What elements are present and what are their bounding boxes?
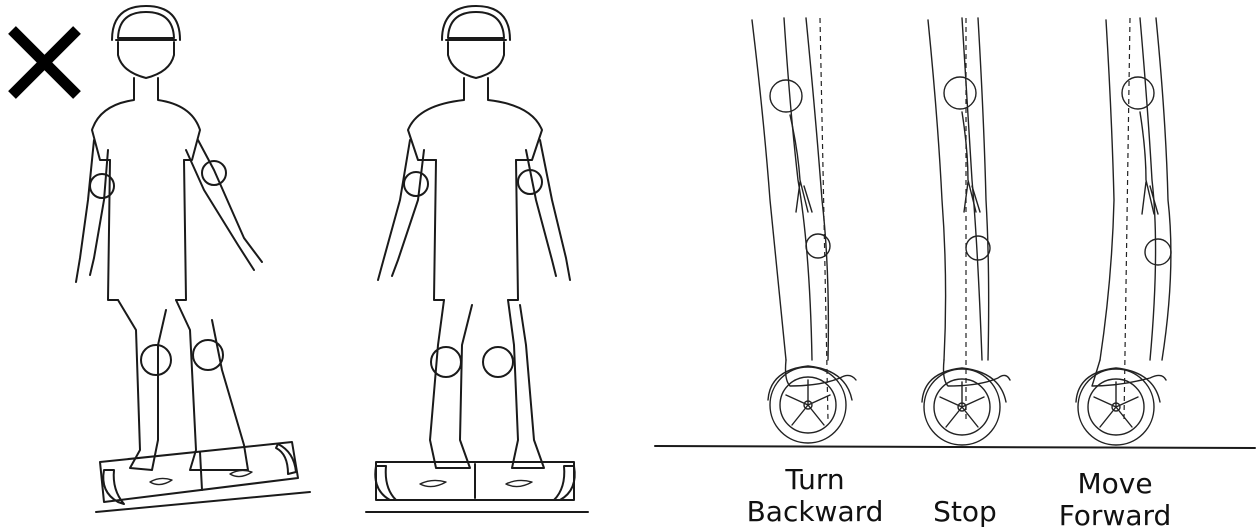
- x-mark-icon: [12, 30, 77, 95]
- rider-figure-incorrect: [76, 6, 310, 512]
- rider-figure-correct: [366, 6, 588, 512]
- label-turn-backward: Turn Backward: [730, 464, 900, 528]
- label-turn-backward-line2: Backward: [730, 496, 900, 528]
- side-figure-stop: [922, 18, 1010, 445]
- label-stop: Stop: [920, 496, 1010, 528]
- label-move-forward-line2: Forward: [1040, 500, 1190, 532]
- label-stop-text: Stop: [920, 496, 1010, 528]
- label-turn-backward-line1: Turn: [730, 464, 900, 496]
- side-figure-move-forward: [1076, 18, 1171, 445]
- label-move-forward-line1: Move: [1040, 468, 1190, 500]
- ground-line: [655, 446, 1255, 448]
- side-figure-turn-backward: [752, 18, 856, 443]
- label-move-forward: Move Forward: [1040, 468, 1190, 532]
